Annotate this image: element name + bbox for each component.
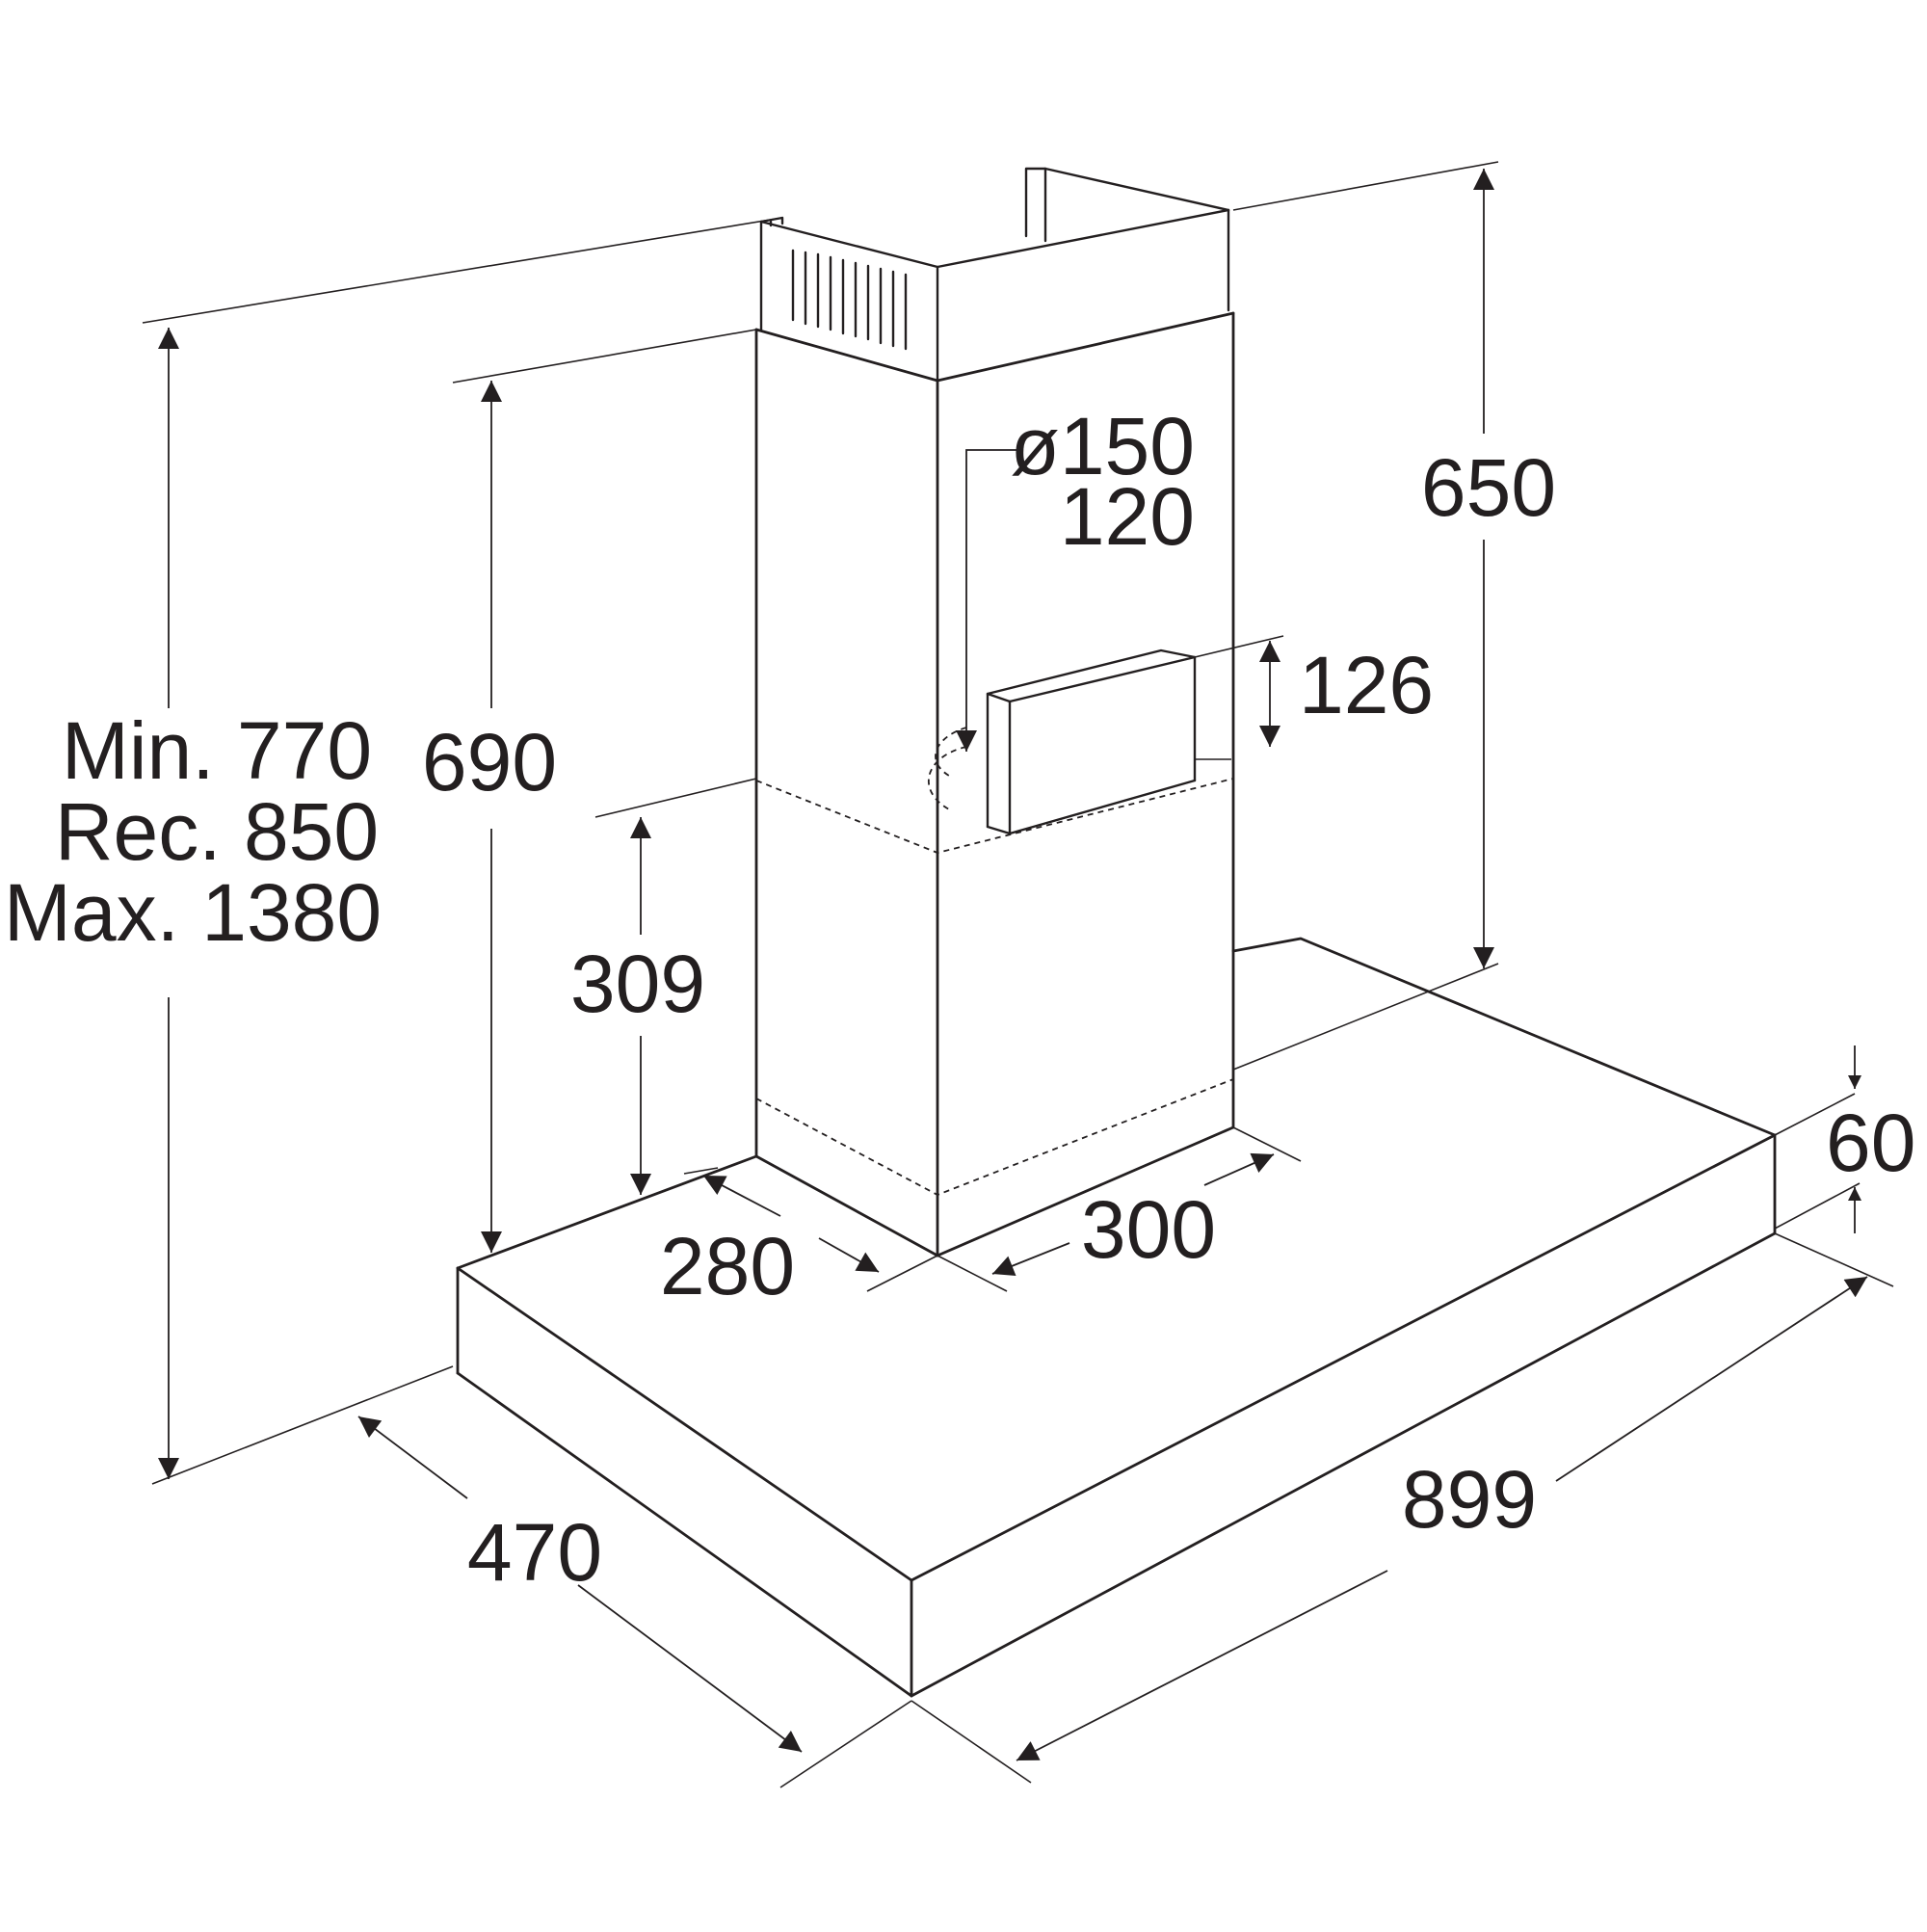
label-duct-height: 309 — [570, 939, 705, 1029]
dim-hood-thickness — [1774, 1045, 1861, 1233]
dim-hood-width — [911, 1232, 1894, 1784]
chimney-top-right — [936, 311, 1235, 383]
dim-total-height — [142, 217, 783, 1485]
dim-diameter-leader — [956, 449, 1021, 752]
hidden-lines — [755, 727, 1234, 1196]
hood-top-left-edge — [456, 1154, 758, 1270]
dim-top-height — [1232, 161, 1499, 1071]
label-diameter-alt: 120 — [1060, 471, 1195, 562]
dim-chimney-width — [937, 1126, 1302, 1292]
hood-canopy — [456, 937, 1777, 1698]
label-chimney-height: 690 — [422, 717, 557, 807]
upper-chimney-back-top — [1043, 167, 1230, 212]
label-top-height: 650 — [1421, 442, 1556, 533]
vent-grille — [791, 249, 908, 351]
label-hood-thickness: 60 — [1826, 1098, 1915, 1188]
hood-top-back-edge — [1231, 937, 1777, 1137]
chimney-bottom-right — [936, 1125, 1235, 1257]
hood-front-left-top — [456, 1266, 913, 1582]
upper-chimney-left-face — [759, 220, 939, 383]
label-chimney-depth: 280 — [660, 1221, 795, 1311]
hood-left-bottom — [456, 1371, 913, 1698]
upper-chimney-back-post — [1024, 167, 1047, 243]
labels: Min. 770 Rec. 850 Max. 1380 690 309 ø150… — [4, 401, 1916, 1598]
dim-hood-depth — [357, 1416, 912, 1788]
label-max: Max. 1380 — [4, 867, 382, 958]
label-outlet-height: 126 — [1299, 640, 1434, 730]
chimney-top-left — [754, 328, 939, 383]
hood-right-bottom — [910, 1231, 1777, 1698]
label-hood-depth: 470 — [467, 1507, 602, 1598]
hood-front-right-top — [910, 1133, 1777, 1582]
dim-outlet-height — [1194, 635, 1284, 760]
label-chimney-width: 300 — [1081, 1184, 1216, 1275]
upper-chimney-top-right — [936, 208, 1230, 269]
chimney — [754, 167, 1235, 1257]
chimney-bottom-left — [754, 1154, 939, 1257]
dim-chimney-height — [452, 329, 757, 1253]
label-rec: Rec. 850 — [55, 786, 379, 877]
label-diameter: ø150 — [1011, 401, 1195, 491]
dim-duct-height — [594, 778, 757, 1195]
dim-chimney-depth — [683, 1167, 938, 1292]
duct-outlet — [986, 648, 1197, 835]
label-hood-width: 899 — [1402, 1454, 1537, 1545]
label-min: Min. 770 — [62, 705, 372, 796]
